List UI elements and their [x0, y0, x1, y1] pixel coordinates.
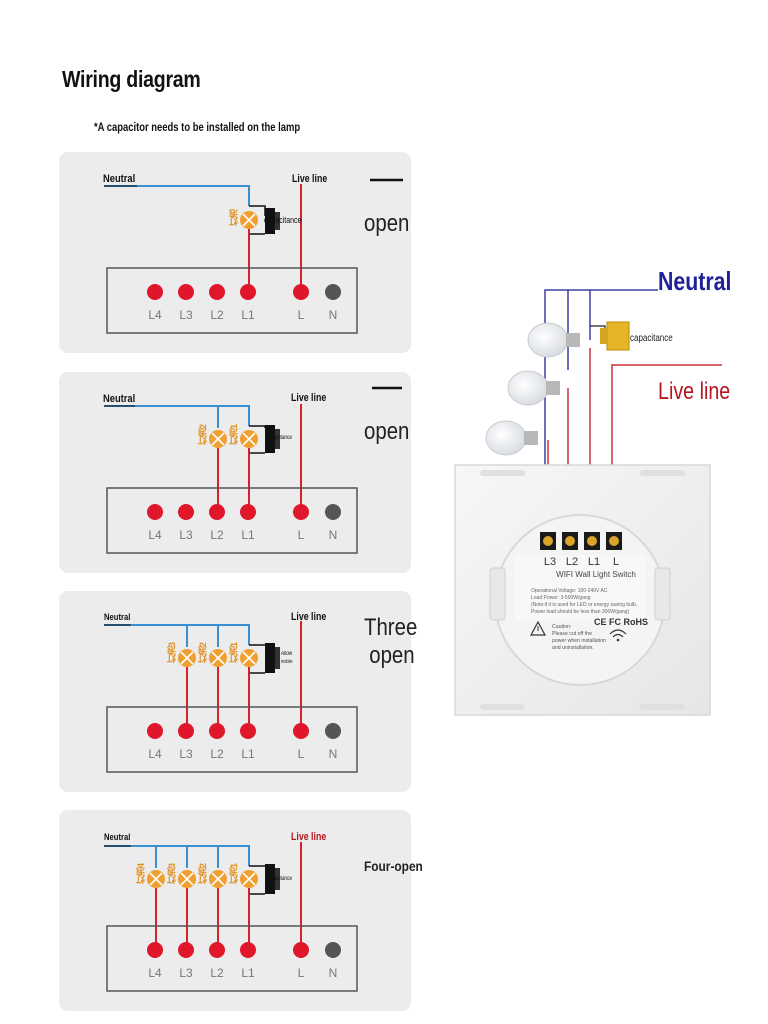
certification-marks: CE FC RoHS	[594, 617, 648, 627]
neutral-label: Neutral	[104, 612, 131, 622]
live-line-label: Live line	[291, 831, 327, 843]
mode-label-3-line2: open	[369, 642, 415, 669]
device-name: WIFI Wall Light Switch	[556, 570, 636, 579]
page-title: Wiring diagram	[62, 66, 201, 92]
terminal-label: L2	[210, 308, 224, 322]
mode-label-1: open	[364, 210, 410, 237]
terminal-label: L3	[179, 747, 193, 761]
terminal-label: L2	[210, 966, 224, 980]
capacitor-label: Allow	[281, 651, 293, 657]
lamp-tag: 灯泡2	[198, 425, 208, 446]
terminal-label: L1	[241, 747, 255, 761]
live-line-label: Live line	[291, 392, 327, 404]
device-spec: (Note:if it is used for LED or energy sa…	[531, 602, 638, 608]
capacitor-label: capacitance	[264, 215, 302, 225]
wiring-panel-2: Neutral Live line capacitance 灯泡2 灯泡1 L4…	[59, 372, 411, 573]
lamp-tag: 灯泡	[229, 210, 239, 226]
live-line-label: Live line	[292, 173, 328, 185]
caution-text: Caution:	[552, 624, 572, 630]
lamp-tag: 灯泡1	[229, 643, 239, 664]
terminal-label: L1	[241, 528, 255, 542]
terminal-label: L1	[241, 308, 255, 322]
device-spec: Operational Voltage: 100-240V AC	[531, 588, 608, 594]
wiring-panel-1-diagram	[104, 178, 403, 334]
device-spec: Load Power: 3-500W/gang	[531, 595, 591, 601]
terminal-label: L4	[148, 528, 162, 542]
lamp-tag: 灯泡3	[167, 643, 177, 664]
terminal-label: L3	[179, 528, 193, 542]
device-spec: Power load should be less than 300W/gang…	[531, 609, 630, 615]
terminal-label: N	[328, 966, 338, 980]
terminal-label: L2	[210, 747, 224, 761]
terminal-label: L4	[148, 308, 162, 322]
mode-label-3-line1: Three	[364, 614, 418, 641]
lamp-tag: 灯泡2	[198, 643, 208, 664]
switch-photo	[454, 289, 722, 716]
terminal-label: L1	[241, 966, 255, 980]
wiring-panel-3-diagram	[104, 621, 358, 773]
photo-terminal-label: L2	[565, 556, 579, 568]
wiring-panel-1: Neutral Live line capacitance 灯泡 L4 L3 L…	[59, 152, 411, 353]
terminal-label: L	[297, 747, 305, 761]
capacitor-label: capacitance	[267, 876, 292, 882]
lamp-tag: 灯泡2	[198, 864, 208, 885]
mode-label-3: Three open	[364, 614, 417, 670]
terminal-label: L4	[148, 966, 162, 980]
neutral-label: Neutral	[104, 832, 131, 842]
wiring-panel-2-diagram	[104, 386, 402, 554]
caution-text: and uninstallation.	[552, 645, 594, 651]
terminal-label: L2	[210, 528, 224, 542]
terminal-label: L	[297, 308, 305, 322]
capacitor-note: *A capacitor needs to be installed on th…	[94, 122, 301, 134]
wiring-panel-4-diagram	[104, 842, 358, 992]
wiring-panel-4: Neutral Live line capacitance 灯泡4 灯泡3 灯泡…	[59, 810, 411, 1011]
lamp-tag: 灯泡4	[136, 864, 146, 885]
terminal-label: N	[328, 747, 338, 761]
terminal-label: L3	[179, 966, 193, 980]
capacitor-label: mobile	[281, 659, 293, 665]
terminal-label: L4	[148, 747, 162, 761]
capacitor-label: capacitance	[267, 435, 292, 441]
photo-live-line-label: Live line	[658, 378, 731, 405]
mode-label-2: open	[364, 418, 410, 445]
caution-text: Please cut off the	[552, 631, 592, 637]
terminal-label: L	[297, 966, 305, 980]
photo-terminal-label: L1	[587, 556, 601, 568]
lamp-tag: 灯泡1	[229, 425, 239, 446]
photo-neutral-label: Neutral	[658, 266, 732, 296]
photo-terminal-label: L	[612, 556, 620, 568]
mode-label-4: Four-open	[364, 858, 423, 874]
lamp-tag: 灯泡3	[167, 864, 177, 885]
terminal-label: N	[328, 528, 338, 542]
photo-capacitor-label: capacitance	[630, 333, 673, 344]
neutral-label: Neutral	[103, 173, 136, 185]
caution-text: power when installation	[552, 638, 606, 644]
lamp-tag: 灯泡1	[229, 864, 239, 885]
wiring-panel-3: Neutral Live line Allow mobile 灯泡3 灯泡2 灯…	[59, 591, 411, 792]
photo-terminal-label: L3	[543, 556, 557, 568]
terminal-label: L	[297, 528, 305, 542]
neutral-label: Neutral	[103, 393, 136, 405]
live-line-label: Live line	[291, 611, 327, 623]
terminal-label: L3	[179, 308, 193, 322]
terminal-label: N	[328, 308, 338, 322]
